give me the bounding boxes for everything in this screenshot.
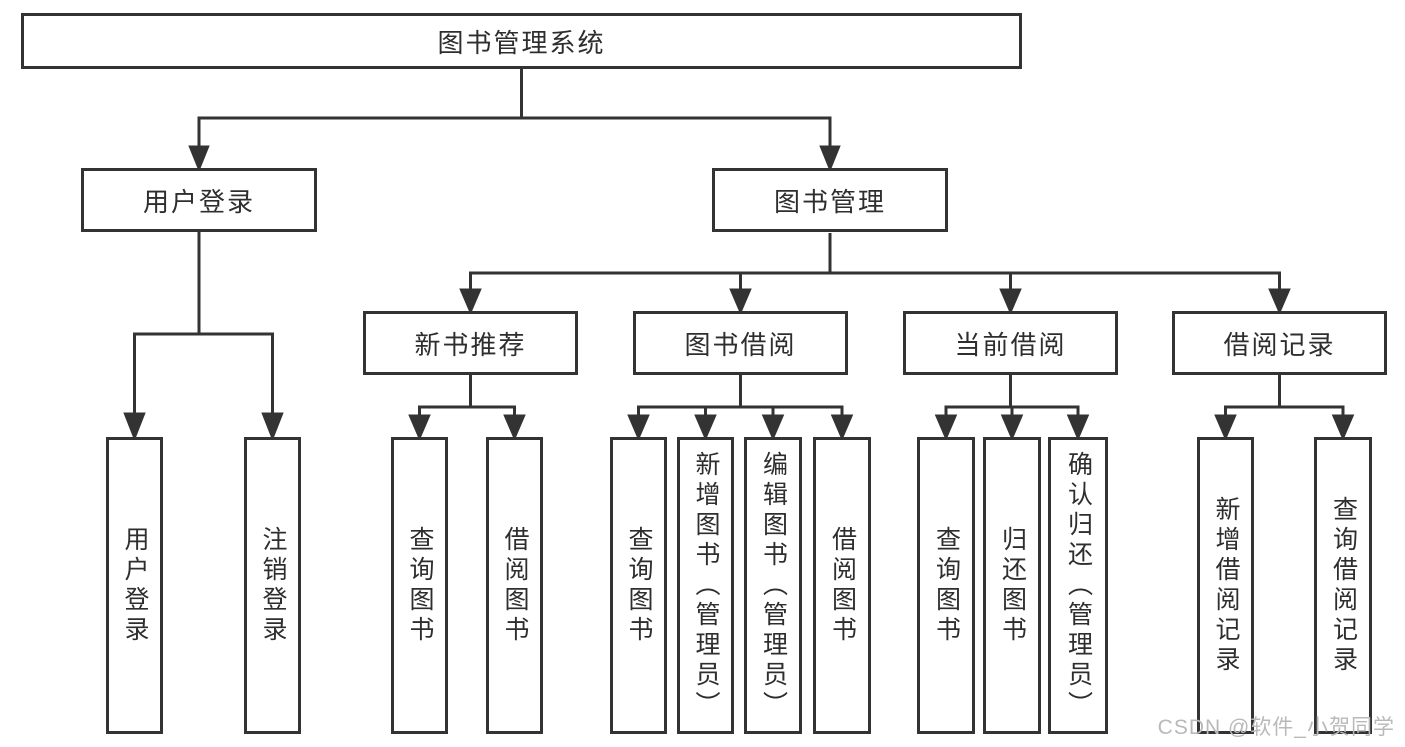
leaf-label: 借阅图书	[501, 525, 529, 646]
leaf-query-books-recommendation: 查询图书	[391, 437, 448, 734]
leaf-query-books-borrowing: 查询图书	[610, 437, 667, 734]
leaf-add-borrowing-record: 新增借阅记录	[1197, 437, 1254, 734]
leaf-borrow-books-borrowing: 借阅图书	[813, 437, 871, 734]
leaf-label: 查询图书	[932, 525, 961, 646]
leaf-label: 用户登录	[121, 525, 149, 646]
leaf-logout: 注销登录	[244, 437, 301, 734]
leaf-label: 借阅图书	[828, 525, 857, 646]
node-new-book-recommendation: 新书推荐	[363, 311, 578, 375]
leaf-confirm-return-admin: 确认归还（管理员）	[1048, 437, 1108, 734]
node-current-borrowing: 当前借阅	[903, 311, 1118, 375]
leaf-label: 注销登录	[259, 525, 287, 646]
node-book-management: 图书管理	[712, 168, 948, 232]
node-label: 借阅记录	[1223, 329, 1336, 360]
leaf-label: 归还图书	[998, 525, 1027, 646]
leaf-query-books-current: 查询图书	[917, 437, 975, 734]
watermark: CSDN @软件_小贺同学	[1157, 716, 1395, 739]
leaf-borrow-books-recommendation: 借阅图书	[486, 437, 543, 734]
node-borrowing-records: 借阅记录	[1172, 311, 1387, 375]
leaf-user-login: 用户登录	[106, 437, 163, 734]
node-book-borrowing: 图书借阅	[633, 311, 848, 375]
leaf-label: 新增借阅记录	[1212, 495, 1240, 676]
leaf-label: 查询图书	[625, 525, 653, 646]
leaf-label: 查询借阅记录	[1329, 495, 1358, 676]
leaf-label: 编辑图书（管理员）	[759, 450, 788, 721]
node-label: 新书推荐	[414, 329, 527, 360]
leaf-add-books-admin: 新增图书（管理员）	[677, 437, 734, 734]
node-label: 图书管理系统	[437, 27, 606, 58]
leaf-return-books: 归还图书	[983, 437, 1041, 734]
node-library-management-system: 图书管理系统	[21, 13, 1022, 69]
node-label: 当前借阅	[954, 329, 1067, 360]
leaf-edit-books-admin: 编辑图书（管理员）	[744, 437, 802, 734]
leaf-label: 新增图书（管理员）	[692, 450, 720, 721]
leaf-label: 查询图书	[406, 525, 434, 646]
leaf-query-borrowing-record: 查询借阅记录	[1314, 437, 1372, 734]
node-label: 图书借阅	[684, 329, 797, 360]
node-label: 图书管理	[773, 186, 886, 217]
node-label: 用户登录	[142, 186, 255, 217]
node-user-login: 用户登录	[81, 168, 317, 232]
leaf-label: 确认归还（管理员）	[1064, 450, 1093, 721]
